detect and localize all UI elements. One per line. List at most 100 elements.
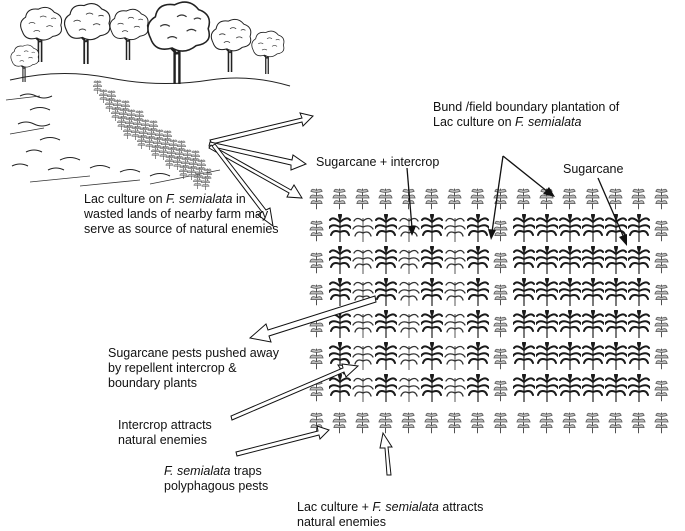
intercrop-plant-icon [398, 249, 420, 274]
line-arrows [406, 155, 627, 246]
sugarcane-plant-icon [329, 214, 351, 242]
f-semialata-plant-icon [168, 139, 179, 153]
f-semialata-plant-icon [355, 188, 370, 210]
sugarcane-plant-icon [582, 374, 604, 402]
sugarcane-plant-icon [467, 246, 489, 274]
f-semialata-plant-icon [176, 140, 187, 154]
f-semialata-plant-icon [378, 188, 393, 210]
f-semialata-plant-icon [116, 116, 127, 130]
sugarcane-plant-icon [559, 374, 581, 402]
label-traps: F. semialata traps polyphagous pests [164, 464, 294, 494]
f-semialata-plant-icon [160, 138, 171, 152]
f-semialata-plant-icon [186, 166, 197, 180]
sugarcane-plant-icon [421, 246, 443, 274]
sugarcane-plant-icon [513, 246, 535, 274]
f-semialata-plant-icon [134, 110, 145, 124]
intercrop-plant-icon [398, 377, 420, 402]
f-semialata-plant-icon [654, 220, 669, 242]
f-semialata-plant-icon [200, 176, 211, 190]
sugarcane-plant-icon [375, 374, 397, 402]
f-semialata-plant-icon [122, 125, 133, 139]
arrow-wasteland-1 [209, 112, 314, 145]
arrow-wasteland-4 [211, 143, 274, 228]
f-semialata-plant-icon [654, 188, 669, 210]
f-semialata-plant-icon [654, 252, 669, 274]
f-semialata-plant-icon [493, 252, 508, 274]
arrow-sugarcane-intercrop [406, 167, 413, 229]
sugarcane-plant-icon [628, 374, 650, 402]
intercrop-plant-icon [398, 345, 420, 370]
label-sugarcane-intercrop: Sugarcane + intercrop [316, 155, 440, 169]
f-semialata-plant-icon [539, 412, 554, 434]
sugarcane-plant-icon [559, 214, 581, 242]
sugarcane-plant-icon [628, 246, 650, 274]
f-semialata-plant-icon [152, 137, 163, 151]
arrow-pests-pushed [248, 295, 377, 343]
sugarcane-plant-icon [536, 214, 558, 242]
f-semialata-plant-icon [493, 284, 508, 306]
sugarcane-plant-icon [536, 374, 558, 402]
f-semialata-plant-icon [190, 150, 201, 164]
sugarcane-plant-icon [582, 342, 604, 370]
intercrop-plant-icon [398, 281, 420, 306]
sugarcane-plant-icon [421, 310, 443, 338]
sugarcane-plant-icon [329, 374, 351, 402]
sugarcane-plant-icon [513, 214, 535, 242]
label-bund-plantation: Bund /field boundary plantation of Lac c… [433, 100, 623, 130]
f-semialata-plant-icon [196, 159, 207, 173]
sugarcane-plant-icon [329, 278, 351, 306]
sugarcane-plant-icon [582, 246, 604, 274]
f-semialata-plant-icon [470, 188, 485, 210]
sugarcane-plant-icon [628, 310, 650, 338]
f-semialata-plant-icon [130, 126, 141, 140]
arrow-bund-right [502, 155, 549, 193]
f-semialata-plant-icon [136, 135, 147, 149]
label-pests-pushed: Sugarcane pests pushed away by repellent… [108, 346, 279, 390]
f-semialata-plant-icon [493, 316, 508, 338]
f-semialata-plant-icon [150, 145, 161, 159]
f-semialata-plant-icon [493, 412, 508, 434]
f-semialata-plant-icon [516, 188, 531, 210]
f-semialata-plant-icon [112, 99, 123, 113]
sugarcane-field-grid [309, 188, 669, 434]
f-semialata-plant-icon [124, 117, 135, 131]
intercrop-plant-icon [444, 281, 466, 306]
f-semialata-plant-icon [92, 80, 103, 94]
label-intercrop-attracts: Intercrop attracts natural enemies [118, 418, 212, 447]
sugarcane-plant-icon [559, 246, 581, 274]
f-semialata-plant-icon [493, 348, 508, 370]
f-semialata-plant-icon [608, 412, 623, 434]
f-semialata-plant-icon [424, 412, 439, 434]
sugarcane-plant-icon [375, 246, 397, 274]
f-semialata-plant-icon [194, 167, 205, 181]
sugarcane-plant-icon [605, 278, 627, 306]
species-name: F. semialata [372, 500, 439, 514]
sugarcane-plant-icon [467, 278, 489, 306]
sugarcane-plant-icon [375, 214, 397, 242]
f-semialata-plant-icon [154, 129, 165, 143]
f-semialata-plant-icon [110, 107, 121, 121]
f-semialata-plant-icon [98, 89, 109, 103]
f-semialata-plant-icon [118, 108, 129, 122]
species-name: F. semialata [166, 192, 233, 206]
f-semialata-plant-icon [631, 188, 646, 210]
sugarcane-plant-icon [605, 246, 627, 274]
intercrop-plant-icon [444, 313, 466, 338]
arrow-lac-attracts [379, 431, 393, 476]
sugarcane-plant-icon [375, 342, 397, 370]
label-text: traps polyphagous pests [164, 464, 269, 493]
f-semialata-plant-icon [562, 412, 577, 434]
intercrop-plant-icon [352, 217, 374, 242]
sugarcane-plant-icon [536, 246, 558, 274]
f-semialata-plant-icon [138, 127, 149, 141]
f-semialata-plant-icon [424, 188, 439, 210]
sugarcane-plant-icon [628, 214, 650, 242]
f-semialata-plant-icon [654, 316, 669, 338]
f-semialata-plant-icon [172, 156, 183, 170]
sugarcane-plant-icon [536, 342, 558, 370]
arrow-bund-left [491, 155, 504, 233]
sugarcane-plant-icon [513, 278, 535, 306]
f-semialata-plant-icon [120, 100, 131, 114]
